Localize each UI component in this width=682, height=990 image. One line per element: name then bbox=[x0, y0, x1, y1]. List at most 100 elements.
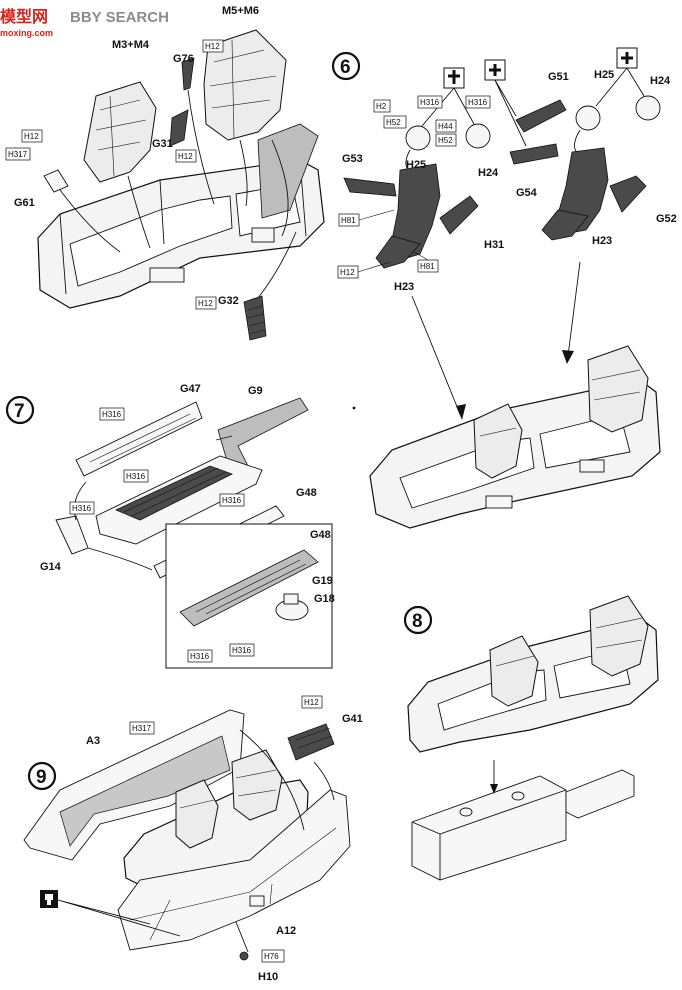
label-h25: H25 bbox=[594, 69, 614, 81]
part-g52-arm bbox=[609, 175, 647, 213]
color-h12: H12 bbox=[304, 698, 319, 707]
color-h316: H316 bbox=[72, 504, 92, 513]
color-box bbox=[435, 119, 457, 133]
label-a12: A12 bbox=[276, 925, 296, 937]
label-g48: G48 bbox=[310, 529, 331, 541]
a12-panel bbox=[249, 895, 265, 907]
avionics-box bbox=[411, 775, 567, 881]
step-9-number: 9 bbox=[36, 767, 47, 788]
color-h81: H81 bbox=[341, 216, 356, 225]
label-g76: G76 bbox=[173, 53, 194, 65]
label-a3: A3 bbox=[86, 735, 100, 747]
part-g47 bbox=[75, 401, 203, 477]
part-g54-arm bbox=[509, 143, 559, 165]
label-g51: G51 bbox=[548, 71, 569, 83]
color-box bbox=[219, 493, 245, 507]
part-g53-arm bbox=[343, 177, 397, 197]
label-g54: G54 bbox=[516, 187, 538, 199]
cut-icon bbox=[40, 890, 58, 908]
color-h81: H81 bbox=[420, 262, 435, 271]
step-6-number: 6 bbox=[340, 57, 351, 78]
ejection-seat-rear bbox=[589, 595, 649, 677]
front-cockpit-well bbox=[69, 195, 233, 287]
label-g19: G19 bbox=[312, 575, 333, 587]
color-box bbox=[373, 99, 391, 113]
ejection-seat-rear bbox=[231, 749, 283, 821]
helmet-h24 bbox=[635, 95, 661, 121]
label-g47: G47 bbox=[180, 383, 201, 395]
label-m3m4: M3+M4 bbox=[112, 39, 150, 51]
part-g31 bbox=[169, 109, 189, 147]
color-h316: H316 bbox=[468, 98, 488, 107]
color-box bbox=[195, 296, 217, 310]
cement-icon bbox=[484, 59, 506, 81]
color-h12: H12 bbox=[24, 132, 39, 141]
label-h24: H24 bbox=[650, 75, 671, 87]
color-h317: H317 bbox=[132, 724, 152, 733]
part-g19 bbox=[283, 593, 299, 605]
color-box bbox=[175, 149, 197, 163]
color-box bbox=[383, 115, 407, 129]
helmet-h25 bbox=[575, 105, 601, 131]
color-h44: H44 bbox=[438, 122, 453, 131]
part-g32 bbox=[243, 295, 267, 341]
part-a12 bbox=[117, 789, 351, 951]
label-g14: G14 bbox=[40, 561, 62, 573]
color-box bbox=[123, 469, 149, 483]
step-7-assembly: 7 H316 H316 H316 H316 H316 bbox=[5, 383, 335, 669]
cement-icon bbox=[443, 67, 465, 89]
ejection-seat-front bbox=[489, 635, 539, 707]
label-g41: G41 bbox=[342, 713, 363, 725]
color-h12: H12 bbox=[205, 42, 220, 51]
label-g61: G61 bbox=[14, 197, 35, 209]
watermark-brand: 模型网 bbox=[0, 7, 48, 26]
box-knob bbox=[459, 807, 473, 817]
step-9-assembly: 9 H317 H12 H76 A3 bbox=[23, 695, 363, 983]
label-h23: H23 bbox=[394, 281, 414, 293]
label-g31: G31 bbox=[152, 138, 173, 150]
color-h316: H316 bbox=[126, 472, 146, 481]
color-box bbox=[129, 721, 155, 735]
ejection-seat-rear bbox=[587, 345, 649, 433]
pilot-legs bbox=[541, 209, 589, 241]
helmet-h25 bbox=[405, 125, 431, 151]
color-box bbox=[435, 133, 457, 147]
dot-mark bbox=[352, 406, 356, 410]
part-h10 bbox=[239, 951, 249, 961]
part-h31-arm bbox=[439, 195, 479, 235]
color-h2: H2 bbox=[376, 102, 387, 111]
label-h10: H10 bbox=[258, 971, 278, 983]
step-7-number: 7 bbox=[14, 401, 25, 422]
color-h316: H316 bbox=[232, 646, 252, 655]
ejection-seat-front bbox=[473, 403, 523, 479]
label-g53: G53 bbox=[342, 153, 363, 165]
color-box bbox=[99, 407, 125, 421]
color-h316: H316 bbox=[190, 652, 210, 661]
color-box bbox=[417, 95, 443, 109]
tub-panel bbox=[485, 495, 513, 509]
label-g9: G9 bbox=[248, 385, 263, 397]
color-h52: H52 bbox=[438, 136, 453, 145]
color-h316: H316 bbox=[420, 98, 440, 107]
tub-panel bbox=[149, 267, 185, 283]
color-h52: H52 bbox=[386, 118, 401, 127]
ejection-seat-rear bbox=[203, 29, 287, 141]
floor-detail bbox=[115, 465, 234, 521]
part-g76 bbox=[181, 57, 195, 91]
label-h24: H24 bbox=[478, 167, 499, 179]
color-h316: H316 bbox=[102, 410, 122, 419]
top-left-cockpit-assembly: M5+M6 M3+M4 G76 H12 G31 H12 H12 H317 G61… bbox=[5, 5, 325, 341]
helmet-h24 bbox=[465, 123, 491, 149]
step-6-result-tub bbox=[369, 345, 661, 529]
part-g51-arm bbox=[515, 99, 567, 133]
color-h12: H12 bbox=[178, 152, 193, 161]
color-h12: H12 bbox=[340, 268, 355, 277]
label-h23: H23 bbox=[592, 235, 612, 247]
color-box bbox=[229, 643, 255, 657]
step-6-pilots: 6 bbox=[331, 47, 677, 420]
color-box bbox=[5, 147, 31, 161]
part-g41 bbox=[287, 723, 335, 761]
step-8-assembly: 8 bbox=[403, 595, 659, 881]
watermark-brand-tail: BBY SEARCH bbox=[70, 9, 169, 26]
